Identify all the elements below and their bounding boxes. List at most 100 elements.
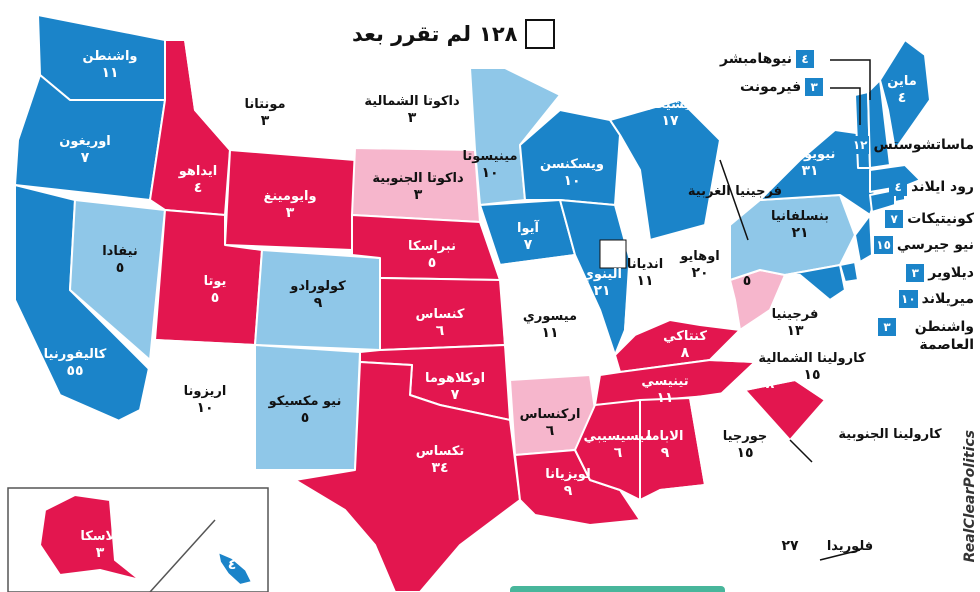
state-name-ny: نيويورك xyxy=(785,147,836,162)
state-name-ne: نبراسكا xyxy=(408,239,456,254)
state-name-ky: كنتاكي xyxy=(663,329,707,344)
legend-count: ١٢٨ xyxy=(479,22,518,46)
state-ev-mn: ١٠ xyxy=(481,165,498,181)
state-VA[interactable] xyxy=(709,274,861,363)
legend-text: لم تقرر بعد xyxy=(352,22,471,46)
state-MD[interactable] xyxy=(784,264,846,301)
state-name-id: ايداهو xyxy=(178,164,217,179)
ne-row-ri: رود ايلاند ٤ xyxy=(889,176,974,198)
ne-badge: ٧ xyxy=(885,210,904,228)
state-name-mt: مونتانا xyxy=(244,97,285,112)
state-name-sd: داكوتا الجنوبية xyxy=(372,171,464,186)
state-WI[interactable] xyxy=(519,109,621,206)
ne-row-md: ميريلاند ١٠ xyxy=(899,288,974,310)
state-FL[interactable] xyxy=(659,479,826,592)
ne-name: رود ايلاند xyxy=(911,179,974,195)
state-CT[interactable] xyxy=(869,189,896,213)
state-ME[interactable] xyxy=(879,39,931,151)
state-ev-mi: ١٧ xyxy=(661,113,679,129)
state-ev-al: ٩ xyxy=(661,445,670,461)
ne-name: نيو جيرسي xyxy=(896,237,974,253)
state-ev-wy: ٣ xyxy=(286,205,295,221)
state-name-ia: آيوا xyxy=(517,219,539,236)
state-ev-il: ٢١ xyxy=(593,283,610,299)
state-name-oh: اوهايو xyxy=(679,249,719,264)
ne-badge: ١٢ xyxy=(850,136,870,154)
state-HI[interactable] xyxy=(217,551,253,586)
ne-name: واشنطن العاصمة xyxy=(914,319,974,353)
state-name-wy: وايومينغ xyxy=(263,189,316,204)
state-IL[interactable] xyxy=(559,199,631,356)
state-ev-az: ١٠ xyxy=(196,400,213,416)
ne-row-ct: كونيتيكات ٧ xyxy=(885,208,974,230)
state-name-ar: اركنساس xyxy=(520,407,581,422)
ne-name: ميريلاند xyxy=(921,291,974,307)
state-DE[interactable] xyxy=(839,261,859,283)
state-ev-nv: ٥ xyxy=(116,260,125,276)
state-name-in: انديانا xyxy=(627,257,663,272)
state-name-co: كولورادو xyxy=(289,279,346,294)
state-name-fl: فلوريدا xyxy=(827,539,873,554)
state-name-ga: جورجيا xyxy=(723,429,768,444)
state-ev-co: ٩ xyxy=(314,295,323,311)
ne-row-nj: نيو جيرسي ١٥ xyxy=(874,234,974,256)
state-name-nm: نيو مكسيكو xyxy=(268,394,342,409)
state-name-mn: مينيسوتا xyxy=(462,149,517,164)
undecided-box xyxy=(525,19,556,49)
state-ev-la: ٩ xyxy=(564,483,573,499)
ne-name: ديلاوير xyxy=(928,265,974,281)
state-name-il: الينوي xyxy=(582,267,622,282)
state-ev-mt: ٣ xyxy=(261,113,270,129)
state-ev-id: ٤ xyxy=(194,180,203,196)
state-ev-in: ١١ xyxy=(636,273,653,289)
state-name-al: الاباما xyxy=(647,429,684,444)
ne-badge: ٤ xyxy=(796,50,815,68)
state-ev-ar: ٦ xyxy=(546,423,555,439)
ne-name: فيرمونت xyxy=(740,79,802,95)
state-ev-wv: ٥ xyxy=(743,273,752,289)
state-name-mo: ميسوري xyxy=(523,309,577,324)
state-ev-wi: ١٠ xyxy=(563,173,580,189)
state-OH[interactable] xyxy=(659,224,741,326)
ne-badge: ٣ xyxy=(906,264,925,282)
state-name-az: اريزونا xyxy=(184,384,227,399)
state-name-mi: ميشيغان xyxy=(642,97,697,112)
state-name-tx: تكساس xyxy=(416,444,465,459)
ne-badge: ١٠ xyxy=(899,290,918,308)
state-ev-ga: ١٥ xyxy=(736,445,753,461)
green-banner xyxy=(510,586,725,592)
state-ev-oh: ٢٠ xyxy=(691,265,708,281)
state-name-nd: داكوتا الشمالية xyxy=(364,94,460,109)
state-ev-ut: ٥ xyxy=(211,290,220,306)
state-name-ca: كاليفورنيا xyxy=(44,347,107,362)
source-credit: RealClearPolitics xyxy=(962,430,978,563)
state-ev-pa: ٢١ xyxy=(791,225,808,241)
state-name-va: فرجينيا xyxy=(772,307,819,322)
state-ev-ks: ٦ xyxy=(436,323,445,339)
state-name-la: لويزيانا xyxy=(545,467,591,482)
state-AK[interactable] xyxy=(39,494,141,581)
state-TX[interactable] xyxy=(294,361,521,592)
state-MI[interactable] xyxy=(609,99,721,241)
state-ev-nd: ٣ xyxy=(408,110,417,126)
state-ev-me: ٤ xyxy=(898,90,907,106)
state-name-sc: كارولينا الجنوبية xyxy=(838,427,942,442)
state-ev-va: ١٣ xyxy=(786,323,804,339)
ne-badge: ٣ xyxy=(878,318,896,336)
state-name-nv: نيفادا xyxy=(102,244,138,259)
legend: ١٢٨ لم تقرر بعد xyxy=(352,14,556,54)
state-ev-ca: ٥٥ xyxy=(66,363,83,379)
ne-name: كونيتيكات xyxy=(907,211,974,227)
state-ev-ak: ٣ xyxy=(96,545,105,561)
state-NJ[interactable] xyxy=(854,214,873,263)
state-ev-nc: ١٥ xyxy=(803,367,820,383)
ne-row-vt: ٣ فيرمونت xyxy=(740,78,824,96)
state-ev-sd: ٣ xyxy=(414,187,423,203)
state-ev-hi: ٤ xyxy=(228,557,237,573)
ne-badge: ٤ xyxy=(889,178,908,196)
state-name-wi: ويسكنسن xyxy=(540,157,604,172)
state-ev-tx: ٣٤ xyxy=(431,460,448,476)
state-name-me: ماين xyxy=(887,74,917,89)
ne-name: ماساتشوستس xyxy=(873,137,974,153)
state-ev-ia: ٧ xyxy=(524,237,533,253)
